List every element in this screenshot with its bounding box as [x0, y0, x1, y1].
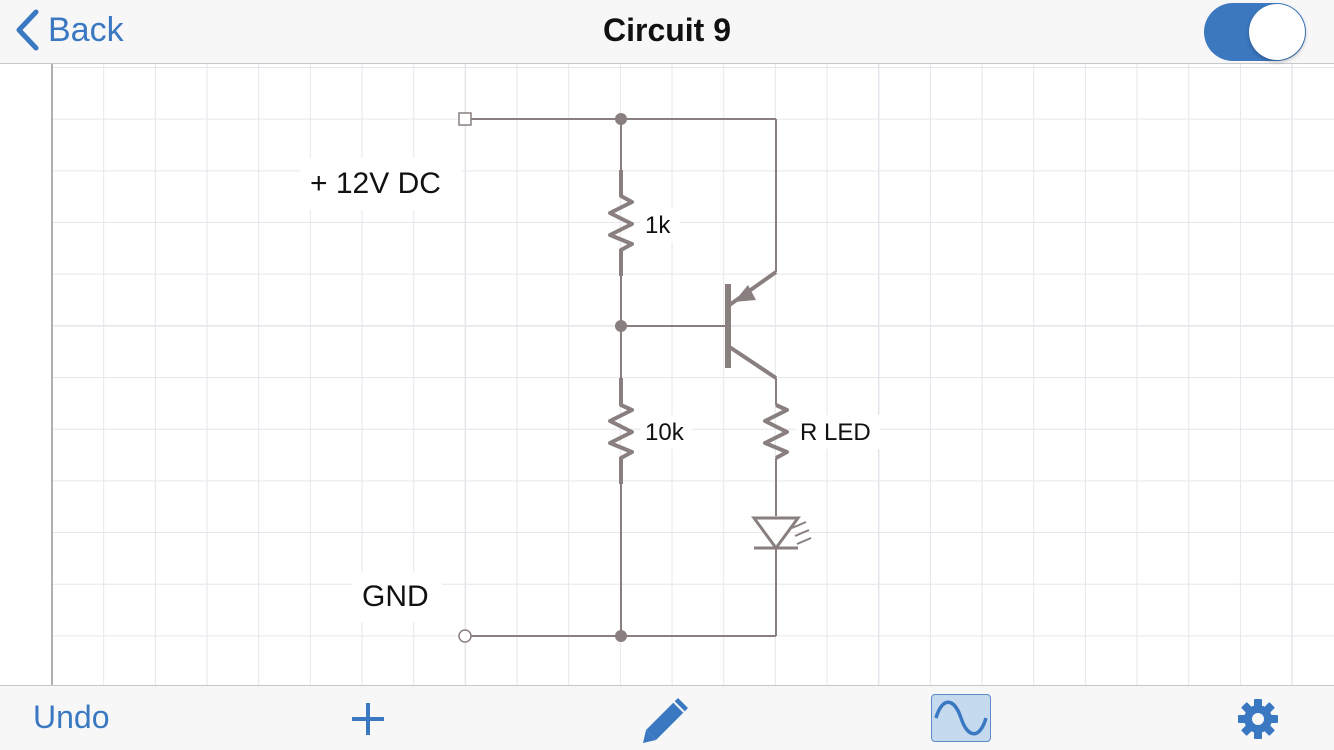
pnp-transistor[interactable]: [725, 270, 778, 380]
chevron-left-icon: [16, 9, 39, 51]
r1-label-bg: [640, 208, 680, 242]
simulate-button[interactable]: [931, 694, 991, 742]
supply-label-bg: [300, 158, 462, 210]
junction-node-top[interactable]: [615, 113, 627, 125]
back-button[interactable]: Back: [14, 8, 124, 52]
undo-button[interactable]: Undo: [33, 699, 110, 735]
bottom-toolbar: Undo: [0, 685, 1334, 750]
resistor-10k[interactable]: [608, 378, 634, 484]
ground-label-bg: [352, 572, 442, 622]
settings-button[interactable]: [1236, 697, 1280, 741]
supply-terminal[interactable]: [458, 112, 472, 126]
schematic-canvas[interactable]: + 12V DC GND 1k 10k R LED: [0, 64, 1334, 685]
ground-label[interactable]: GND: [362, 580, 429, 613]
navigation-bar: Back Circuit 9: [0, 0, 1334, 64]
pencil-icon: [643, 698, 688, 743]
led-diode[interactable]: [751, 516, 812, 551]
r3-label-bg: [796, 415, 880, 449]
plus-icon: [352, 703, 384, 735]
r2-label-bg: [640, 415, 692, 449]
schematic-svg: + 12V DC GND 1k 10k R LED: [51, 64, 1334, 685]
back-label: Back: [48, 10, 124, 49]
ground-terminal[interactable]: [458, 629, 472, 643]
gear-icon: [1238, 699, 1278, 739]
r3-label[interactable]: R LED: [800, 419, 871, 446]
supply-label[interactable]: + 12V DC: [310, 167, 441, 200]
r2-label[interactable]: 10k: [645, 419, 685, 446]
draw-wire-button[interactable]: [640, 694, 692, 746]
r1-label[interactable]: 1k: [645, 212, 671, 239]
resistor-r-led[interactable]: [763, 403, 789, 460]
page-title: Circuit 9: [602, 12, 732, 48]
sine-wave-icon: [934, 700, 988, 736]
mode-toggle[interactable]: [1204, 3, 1306, 61]
resistor-1k[interactable]: [608, 170, 634, 276]
grid: [51, 64, 1334, 685]
junction-node-bottom[interactable]: [615, 630, 627, 642]
toggle-knob: [1249, 4, 1305, 60]
add-component-button[interactable]: [348, 699, 388, 739]
junction-node-base[interactable]: [615, 320, 627, 332]
